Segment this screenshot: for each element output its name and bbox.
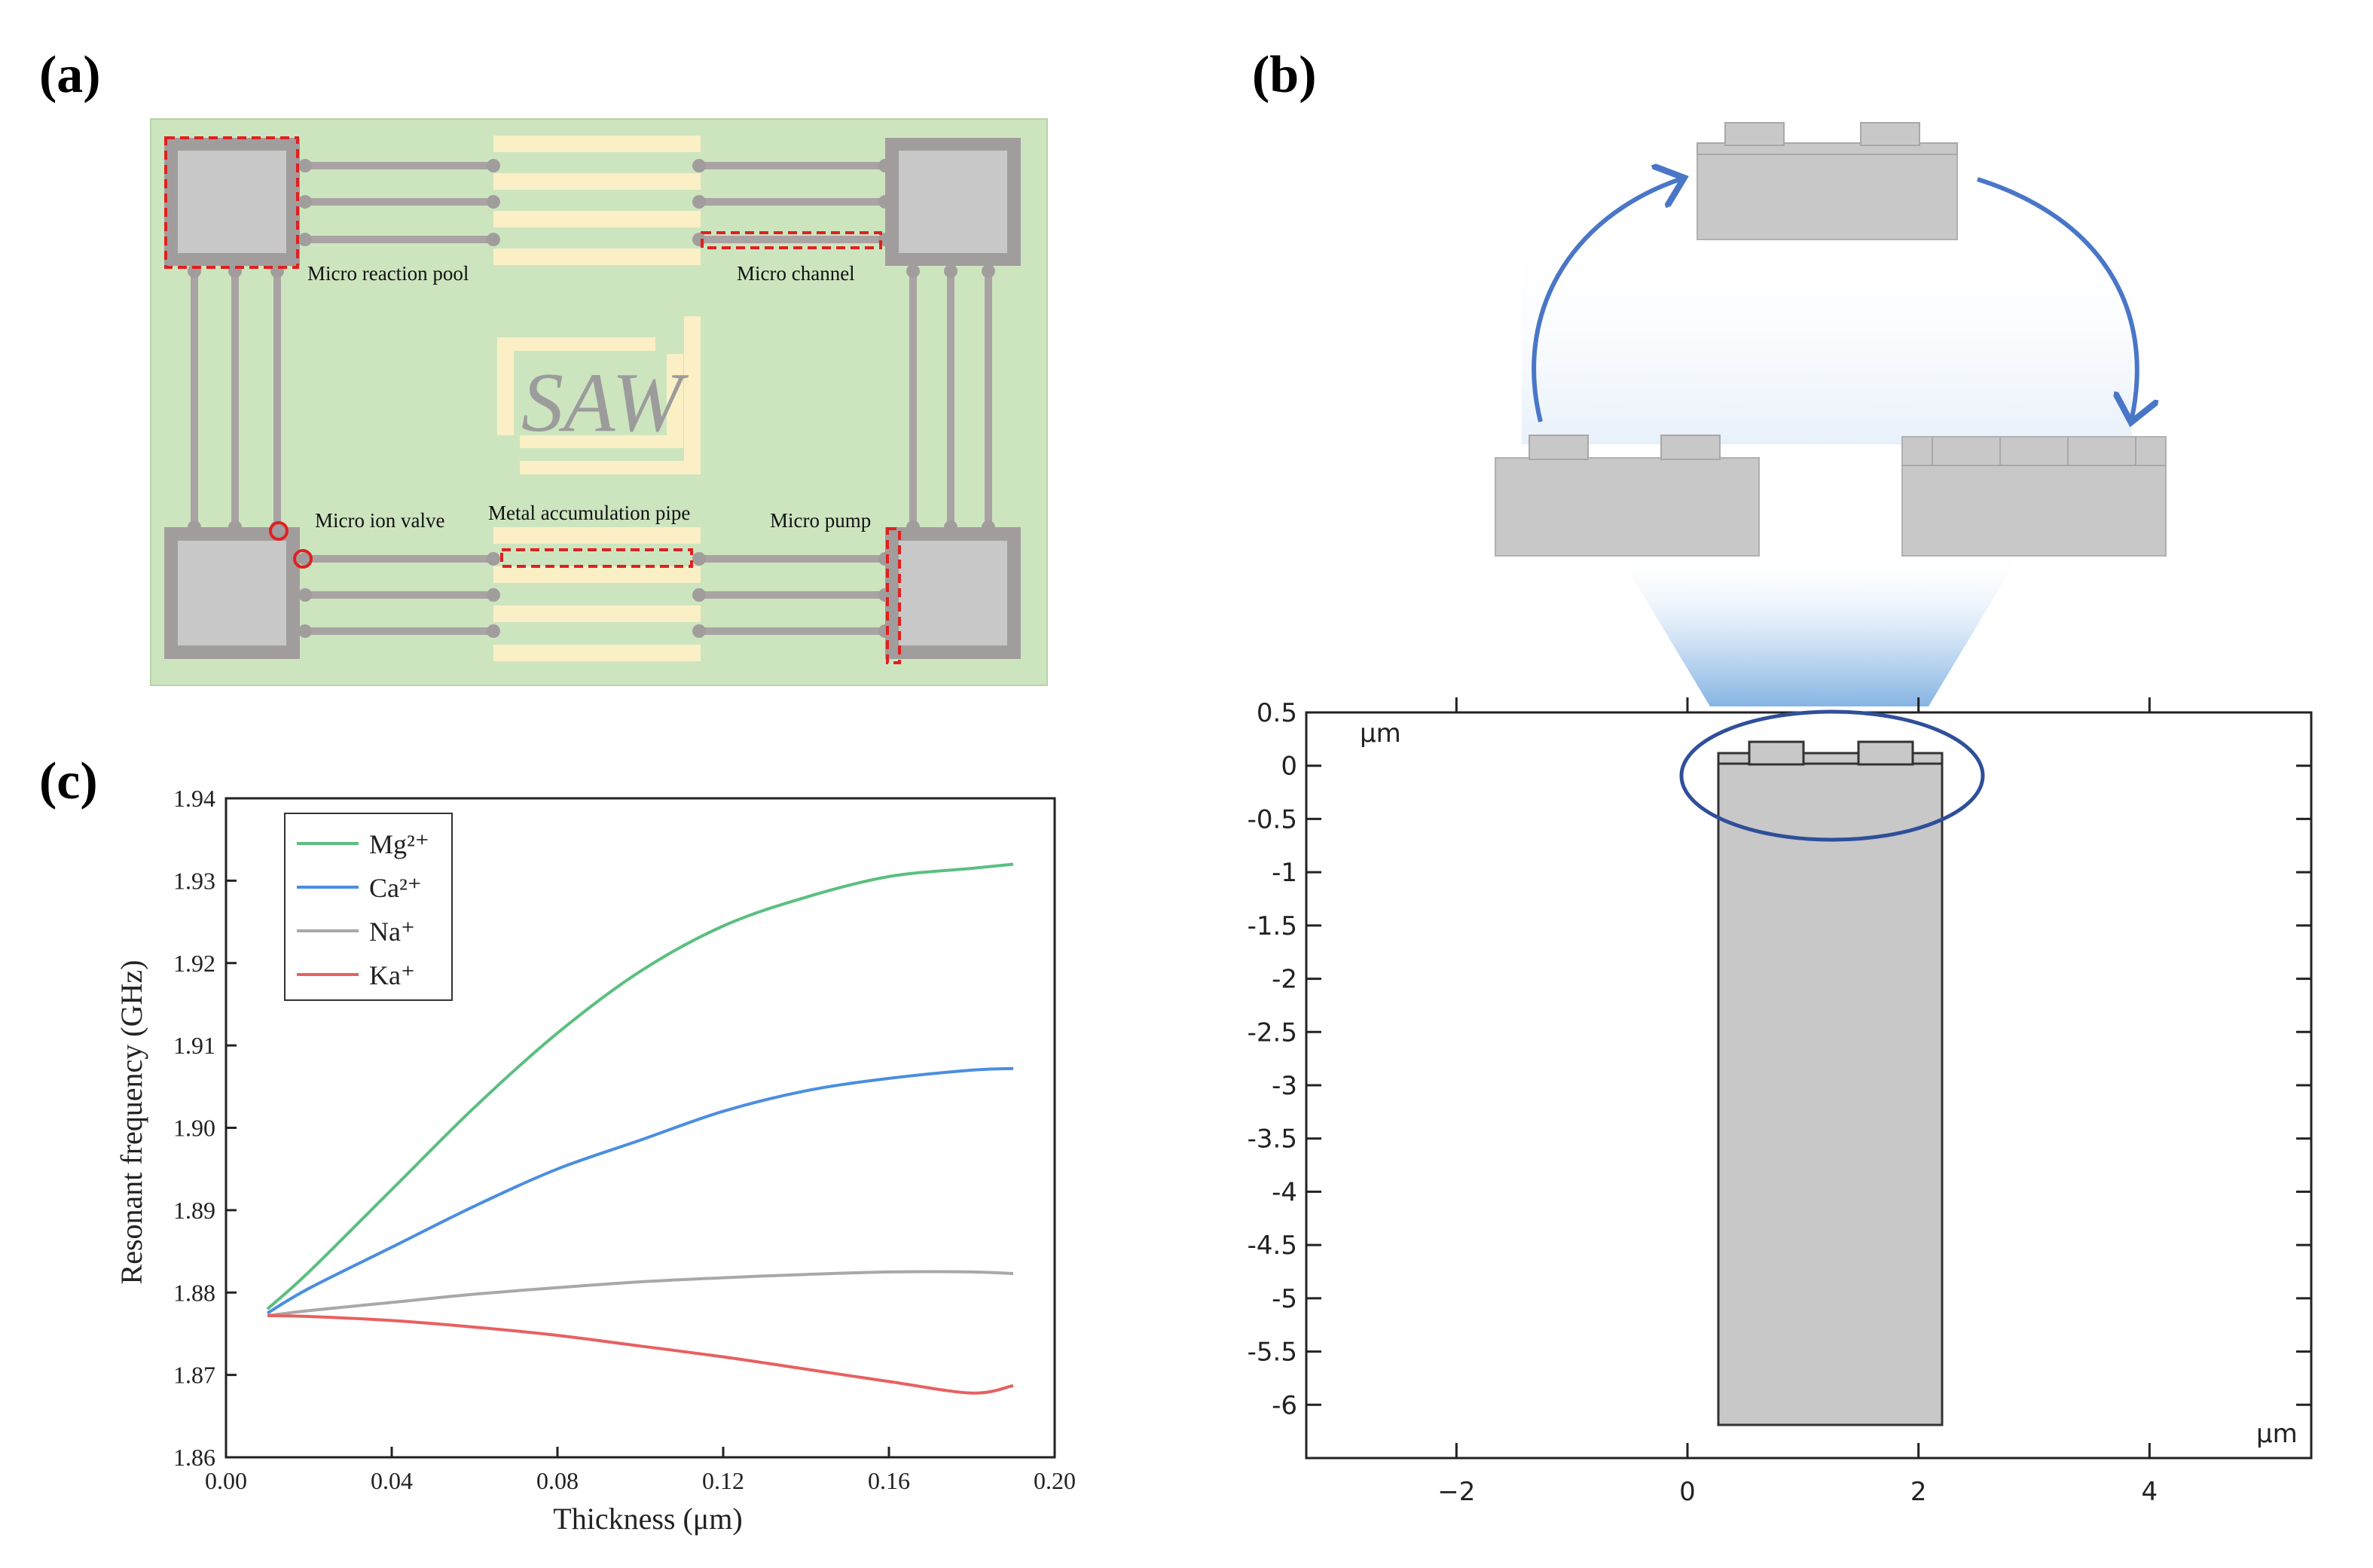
halo-glow <box>1522 226 2132 444</box>
y-tick-label: -2 <box>1272 965 1297 995</box>
arrow-left-to-top <box>1532 179 1680 423</box>
series-line-3 <box>267 1313 1014 1395</box>
bottom-channels <box>301 555 889 635</box>
y-tick-label: -0.5 <box>1248 804 1297 834</box>
y-tick-label: -3.5 <box>1248 1124 1297 1155</box>
structure-right <box>1901 436 2167 557</box>
chamber-top-right <box>885 138 1021 266</box>
y-tick-label: 1.92 <box>173 950 215 977</box>
series-line-1 <box>266 1066 1014 1315</box>
electrode-fingers-top <box>493 136 701 265</box>
x-tick-label: 0.20 <box>1034 1467 1076 1494</box>
y-tick-label: 0 <box>1281 752 1297 782</box>
y-tick-label: -2.5 <box>1248 1017 1297 1048</box>
highlight-accumulation-pipe <box>500 548 693 568</box>
label-reaction-pool: Micro reaction pool <box>307 262 469 285</box>
micro-reaction-pool-top-left <box>164 138 300 266</box>
y-tick-label: -3 <box>1272 1071 1297 1101</box>
x-tick-label: 0 <box>1679 1477 1696 1507</box>
arrow-top-to-right <box>1977 177 2137 418</box>
chamber-bottom-right <box>885 527 1021 659</box>
y-tick-label: 1.91 <box>173 1032 215 1059</box>
y-tick-label: 1.88 <box>173 1279 215 1306</box>
vertical-channels <box>191 265 992 531</box>
electrode-right <box>1857 740 1914 766</box>
y-tick-label: -5.5 <box>1248 1338 1297 1368</box>
y-tick-label: -1.5 <box>1248 911 1297 941</box>
panel-b <box>1495 122 2167 706</box>
x-tick-label: 4 <box>2142 1477 2158 1507</box>
x-tick-label: 0.12 <box>702 1467 744 1494</box>
x-axis-title: Thickness (μm) <box>553 1502 742 1536</box>
label-ion-valve: Micro ion valve <box>315 509 444 532</box>
legend-entry: Na⁺ <box>369 917 415 947</box>
y-tick-label: -4.5 <box>1248 1231 1297 1261</box>
saw-label: SAW <box>521 356 689 450</box>
legend-entry: Mg²⁺ <box>369 829 429 859</box>
ion-valve-circles <box>269 521 313 569</box>
highlight-ellipse <box>1679 709 1985 842</box>
chamber-bottom-left <box>164 527 300 659</box>
substrate-block <box>1717 752 1944 1426</box>
y-tick-label: 1.87 <box>173 1362 215 1389</box>
x-tick-label: 0.16 <box>868 1467 910 1494</box>
panel-c-chart: 1.86 1.87 1.88 1.89 1.90 1.91 1.92 1.93 1.94 0.0… <box>115 785 1076 1536</box>
label-channel: Micro channel <box>737 262 855 285</box>
series-line-0 <box>266 862 1014 1310</box>
highlight-pump <box>886 527 901 664</box>
x-tick-label: −2 <box>1437 1477 1475 1507</box>
y-tick-label: 1.86 <box>173 1444 215 1471</box>
structure-left <box>1495 435 1760 557</box>
series-line-2 <box>267 1270 1014 1317</box>
y-tick-label: -4 <box>1272 1177 1297 1207</box>
legend-entry: Ca²⁺ <box>369 873 422 903</box>
saw-electrode <box>497 316 701 474</box>
y-tick-label: 1.93 <box>173 867 215 894</box>
panel-label-b: (b) <box>1252 46 1317 104</box>
label-accumulation-pipe: Metal accumulation pipe <box>488 502 690 524</box>
y-tick-label: -6 <box>1272 1390 1297 1420</box>
label-pump: Micro pump <box>770 509 871 532</box>
projection-beam <box>1616 550 2023 706</box>
panel-b-plot: 0.5 0 -0.5 -1 -1.5 -2 -2.5 -3 -3.5 -4 -4.5 -5 -5.5 -6… <box>1248 697 2313 1507</box>
legend: Mg²⁺ Ca²⁺ Na⁺ Ka⁺ <box>284 813 453 1001</box>
panel-label-a: (a) <box>39 46 101 104</box>
y-tick-label: 1.94 <box>173 785 215 812</box>
electrode-fingers-bottom <box>493 527 701 661</box>
panel-a-chip: SAW Micro reaction p <box>150 118 1048 686</box>
x-tick-label: 2 <box>1910 1477 1927 1507</box>
x-tick-label: 0.08 <box>536 1467 579 1494</box>
y-unit-label: μm <box>1360 718 1401 749</box>
y-tick-label: -5 <box>1272 1284 1297 1314</box>
y-tick-label: 0.5 <box>1257 698 1297 728</box>
top-channels <box>298 162 889 243</box>
y-tick-label: -1 <box>1272 858 1297 888</box>
electrode-left <box>1748 740 1805 766</box>
y-tick-label: 1.89 <box>173 1197 215 1224</box>
legend-entry: Ka⁺ <box>369 960 415 990</box>
highlight-reaction-pool <box>164 136 299 269</box>
highlights <box>164 136 901 664</box>
y-axis-title: Resonant frequency (GHz) <box>115 960 148 1285</box>
structure-top <box>1697 122 1958 240</box>
x-tick-label: 0.00 <box>205 1467 247 1494</box>
y-tick-label: 1.90 <box>173 1115 215 1142</box>
x-unit-label: μm <box>2256 1419 2298 1449</box>
panel-label-c: (c) <box>39 752 98 810</box>
highlight-channel <box>701 231 882 249</box>
x-tick-label: 0.04 <box>371 1467 413 1494</box>
